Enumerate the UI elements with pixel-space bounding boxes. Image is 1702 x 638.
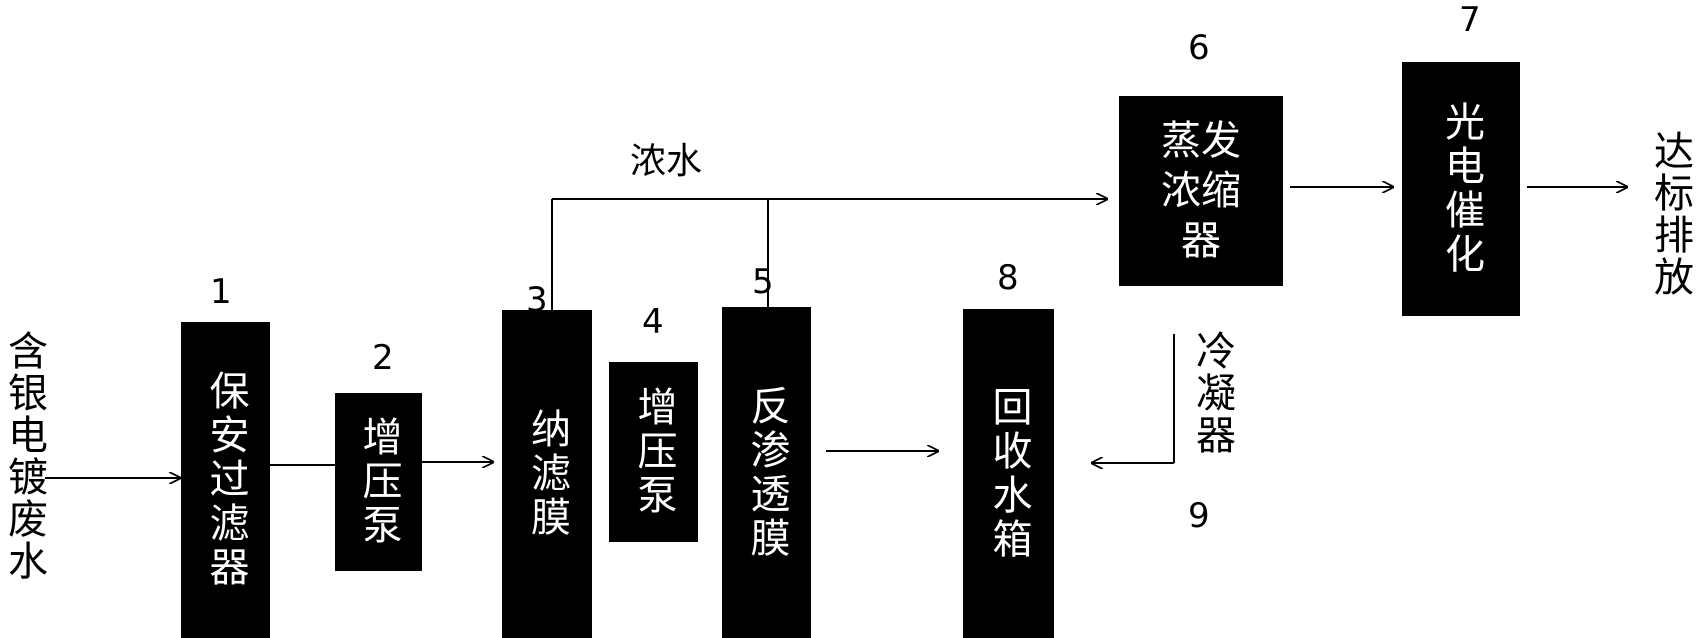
unit-security-filter: 保安过滤器: [181, 322, 270, 638]
unit-security-filter-label: 保安过滤器: [202, 370, 249, 590]
unit-reverse-osmosis-membrane-label: 反渗透膜: [743, 384, 790, 561]
evaporator-row-2: 浓缩: [1161, 168, 1241, 214]
unit-evaporative-concentrator-label: 蒸发 浓缩 器: [1161, 119, 1241, 263]
unit-nanofiltration-membrane: 纳滤膜: [502, 310, 592, 638]
concentrate-label: 浓水: [630, 141, 703, 182]
unit-booster-pump-1: 增压泵: [335, 393, 422, 571]
condenser-label: 冷凝器: [1189, 330, 1235, 456]
unit-4-number: 4: [642, 302, 664, 342]
unit-9-number: 9: [1188, 496, 1210, 536]
unit-booster-pump-2: 增压泵: [609, 362, 698, 542]
unit-6-number: 6: [1188, 28, 1210, 68]
input-label: 含银电镀废水: [1, 330, 47, 582]
unit-photoelectrocatalysis: 光电催化: [1402, 62, 1520, 316]
evaporator-row-1: 蒸发: [1161, 118, 1241, 164]
unit-reverse-osmosis-membrane: 反渗透膜: [722, 307, 811, 638]
unit-photoelectrocatalysis-label: 光电催化: [1438, 101, 1484, 277]
unit-8-number: 8: [997, 258, 1019, 298]
unit-1-number: 1: [210, 272, 232, 312]
unit-evaporative-concentrator: 蒸发 浓缩 器: [1119, 96, 1283, 286]
unit-nanofiltration-membrane-label: 纳滤膜: [524, 408, 570, 540]
unit-5-number: 5: [752, 262, 774, 302]
unit-recovery-water-tank: 回收水箱: [963, 309, 1054, 638]
unit-7-number: 7: [1459, 0, 1481, 40]
output-label: 达标排放: [1647, 130, 1693, 298]
unit-booster-pump-2-label: 增压泵: [630, 386, 677, 518]
unit-booster-pump-1-label: 增压泵: [355, 416, 402, 548]
evaporator-row-3: 器: [1181, 218, 1221, 264]
unit-2-number: 2: [372, 338, 394, 378]
unit-recovery-water-tank-label: 回收水箱: [985, 385, 1032, 562]
